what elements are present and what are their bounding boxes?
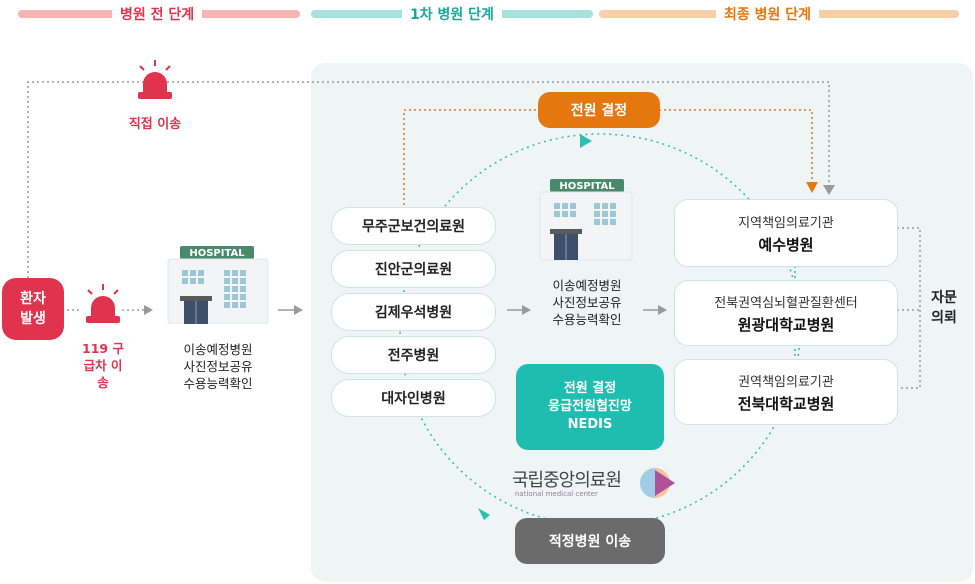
- nedis-line3: NEDIS: [567, 417, 613, 432]
- first-hospital-label: 대자인병원: [381, 391, 446, 407]
- nmc-logo-english: national medical center: [515, 490, 598, 498]
- nmc-logo: 국립중앙의료원 national medical center: [512, 466, 682, 502]
- first-hospital-pill: 김제우석병원: [331, 293, 496, 331]
- prehospital-to-first-arrowhead: [294, 305, 303, 315]
- info-to-final-arrowhead: [658, 305, 667, 315]
- hospital-building-icon: HOSPITAL: [539, 179, 633, 261]
- patient-badge: 환자 발생: [2, 278, 64, 340]
- first-hospital-pill: 무주군보건의료원: [331, 207, 496, 245]
- final-hospital-type: 권역책임의료기관: [738, 374, 834, 390]
- nmc-emblem-icon: [640, 468, 675, 498]
- transfer-info-line2: 사진정보공유: [552, 295, 622, 310]
- proper-transfer-label: 적정병원 이송: [548, 534, 632, 550]
- transfer-info-line1: 이송예정병원: [552, 278, 622, 293]
- final-hospital-name: 원광대학교병원: [737, 315, 835, 334]
- transfer-decision-arrowhead: [806, 182, 818, 193]
- direct-transfer-label: 직접 이송: [128, 117, 182, 132]
- ambulance-label: 119 구급차 이송: [82, 341, 124, 390]
- prehospital-info-line3: 수용능력확인: [183, 376, 253, 391]
- stage-label-pre-hospital: 병원 전 단계: [112, 4, 203, 24]
- stage-label-final-hospital: 최종 병원 단계: [716, 4, 820, 24]
- consultation-bracket: [897, 227, 921, 389]
- nedis-box: 전원 결정 응급전원협진망 NEDIS: [516, 364, 664, 450]
- transfer-info-line3: 수용능력확인: [552, 312, 622, 327]
- ambulance-siren-icon: [86, 284, 120, 323]
- patient-label: 환자 발생: [20, 291, 46, 327]
- teal-cycle-arrowhead-bottom: [478, 508, 490, 520]
- prehospital-info-line2: 사진정보공유: [183, 359, 253, 374]
- first-hospital-pill: 대자인병원: [331, 379, 496, 417]
- proper-transfer-badge: 적정병원 이송: [515, 518, 665, 564]
- prehospital-info: 이송예정병원 사진정보공유 수용능력확인: [160, 341, 276, 392]
- direct-transfer-arrowhead: [823, 185, 835, 195]
- prehospital-info-line1: 이송예정병원: [183, 342, 253, 357]
- hospital-sign-text: HOSPITAL: [189, 248, 245, 259]
- first-to-info-arrowhead: [522, 305, 531, 315]
- teal-cycle-arrowhead-top: [580, 134, 592, 148]
- final-hospital-card: 지역책임의료기관 예수병원: [674, 199, 898, 267]
- nmc-logo-korean: 국립중앙의료원: [512, 470, 622, 491]
- first-hospital-label: 무주군보건의료원: [361, 219, 466, 235]
- final-hospital-type: 전북권역심뇌혈관질환센터: [714, 295, 858, 311]
- transfer-info: 이송예정병원 사진정보공유 수용능력확인: [529, 277, 645, 328]
- siren-icon: [138, 60, 172, 99]
- final-hospital-name: 예수병원: [758, 235, 814, 254]
- nedis-line1: 전원 결정: [563, 381, 617, 396]
- first-hospital-pill: 진안군의료원: [331, 250, 496, 288]
- first-hospital-label: 전주병원: [387, 348, 440, 364]
- final-hospital-card: 권역책임의료기관 전북대학교병원: [674, 359, 898, 425]
- final-hospital-card: 전북권역심뇌혈관질환센터 원광대학교병원: [674, 280, 898, 346]
- nedis-line2: 응급전원협진망: [548, 399, 632, 414]
- direct-transfer-path: [27, 81, 830, 278]
- stage-label-first-hospital: 1차 병원 단계: [402, 4, 502, 24]
- transfer-decision-badge: 전원 결정: [538, 92, 660, 128]
- first-hospital-pill: 전주병원: [331, 336, 496, 374]
- transfer-decision-label: 전원 결정: [570, 103, 628, 119]
- ambulance-arrowhead: [144, 305, 153, 315]
- hospital-sign-text: HOSPITAL: [559, 181, 615, 192]
- first-hospital-label: 진안군의료원: [374, 262, 453, 278]
- hospital-building-icon: HOSPITAL: [167, 246, 269, 324]
- final-hospital-type: 지역책임의료기관: [738, 215, 834, 231]
- first-hospital-label: 김제우석병원: [374, 305, 453, 321]
- consultation-label: 자문 의뢰: [931, 290, 957, 326]
- final-hospital-name: 전북대학교병원: [737, 394, 835, 413]
